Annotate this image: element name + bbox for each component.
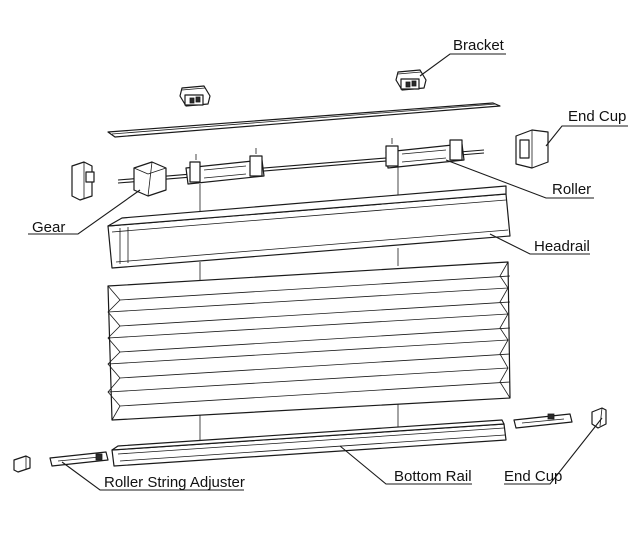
label-end-cup-bottom: End Cup bbox=[504, 468, 562, 485]
end-cup-top bbox=[515, 129, 549, 169]
roller-string-adjuster-left bbox=[49, 451, 109, 467]
roller-left bbox=[185, 148, 265, 185]
label-end-cup-top: End Cup bbox=[568, 108, 626, 125]
roller-right bbox=[385, 138, 465, 169]
bottom-rail-part bbox=[111, 419, 507, 467]
label-headrail: Headrail bbox=[534, 238, 590, 255]
end-cap-bottom-left bbox=[13, 455, 31, 473]
leader-lines bbox=[28, 53, 628, 491]
gear-part bbox=[133, 161, 167, 197]
pleated-shade bbox=[107, 261, 511, 421]
top-cover-plate bbox=[107, 102, 501, 138]
bracket-left bbox=[179, 85, 211, 107]
end-cap-bottom-right bbox=[591, 407, 607, 429]
bracket-right bbox=[395, 69, 427, 91]
label-bracket: Bracket bbox=[453, 37, 505, 54]
headrail-part bbox=[107, 185, 511, 269]
label-gear: Gear bbox=[32, 219, 65, 236]
end-cup-left bbox=[71, 161, 95, 201]
label-roller: Roller bbox=[552, 181, 591, 198]
roller-string-adjuster-right bbox=[513, 413, 573, 429]
label-roller-string-adjuster: Roller String Adjuster bbox=[104, 474, 245, 491]
label-bottom-rail: Bottom Rail bbox=[394, 468, 472, 485]
